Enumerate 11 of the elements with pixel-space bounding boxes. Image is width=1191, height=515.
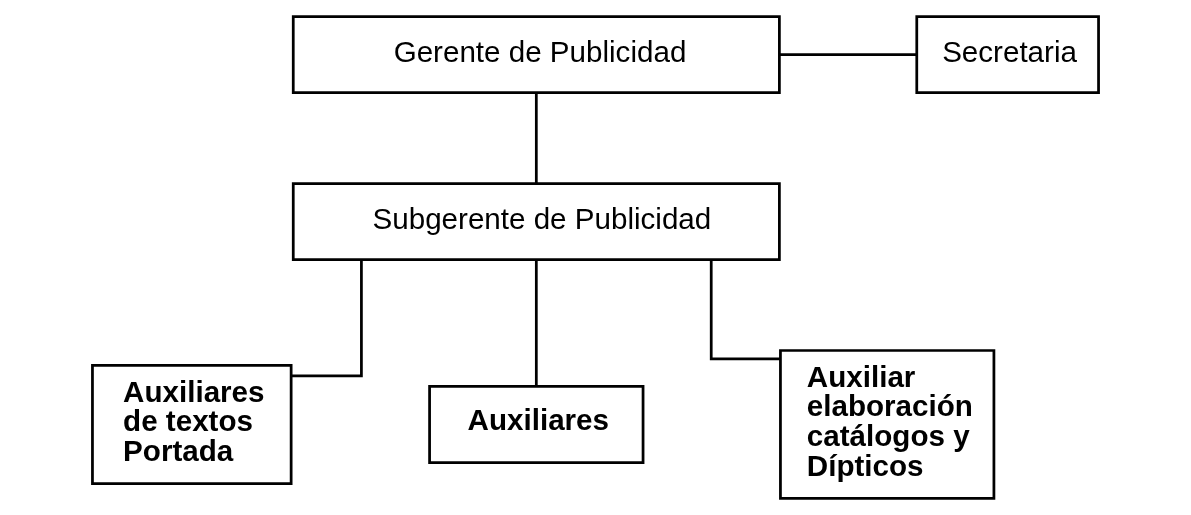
node-box: Subgerente de Publicidad	[291, 182, 781, 261]
connector	[709, 259, 780, 361]
node-box: Auxiliar elaboración catálogos y Dípticos	[779, 349, 996, 500]
node-box: Gerente de Publicidad	[291, 15, 781, 94]
node-box: Auxiliares	[428, 385, 645, 464]
connector	[534, 259, 538, 386]
connector	[291, 259, 363, 378]
connector	[779, 53, 917, 56]
connector	[534, 93, 538, 184]
node-box: Secretaria	[915, 15, 1100, 94]
node-box: Auxiliares de textos Portada	[91, 363, 293, 486]
